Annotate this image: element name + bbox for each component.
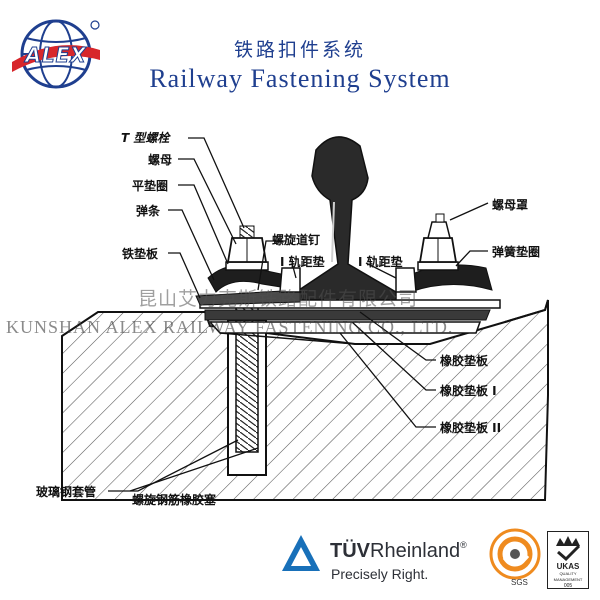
- watermark-chinese: 昆山艾力克斯铁路配件有限公司: [138, 288, 419, 310]
- sgs-text: SGS: [511, 578, 528, 587]
- logo-text: ALEX: [25, 43, 87, 68]
- label-spring-washer: 弹簧垫圈: [492, 245, 541, 259]
- gauge-block-right: [395, 267, 417, 293]
- watermark-english: KUNSHAN ALEX RAILWAY FASTENING CO., LTD.: [6, 317, 454, 337]
- ukas-subtext: QUALITY MANAGEMENT: [553, 571, 583, 582]
- rail-profile: [295, 136, 397, 301]
- title-chinese: 铁路扣件系统: [233, 39, 366, 61]
- right-washer: [417, 261, 459, 271]
- title-english: Railway Fastening System: [149, 64, 451, 93]
- leader-lines: [108, 137, 489, 492]
- label-rubber-pad-2: 橡胶垫板 II: [440, 421, 502, 435]
- label-gauge-block-right: I 轨距垫: [358, 255, 403, 269]
- label-tie-plate: 铁垫板: [122, 247, 159, 261]
- tuv-rheinland-name: TÜVRheinland®: [330, 540, 467, 562]
- fastening-diagram: [61, 136, 549, 501]
- rubber-pad-bottom: [208, 321, 482, 334]
- label-rubber-pad: 橡胶垫板: [440, 354, 489, 368]
- alex-logo: ALEX: [8, 16, 104, 92]
- label-nut: 螺母: [148, 153, 173, 167]
- label-screw-spike: 螺旋道钉: [272, 233, 321, 247]
- globe-icon: [12, 19, 100, 89]
- left-tie-plate: [195, 289, 301, 306]
- crown-tick-icon: [556, 536, 581, 562]
- label-frp-sleeve: 玻璃钢套管: [36, 485, 97, 499]
- label-elastic-clip: 弹条: [136, 204, 161, 218]
- label-flat-washer: 平垫圈: [132, 179, 169, 193]
- label-nut-cap: 螺母罩: [492, 198, 529, 212]
- ukas-badge: UKAS QUALITY MANAGEMENT 005: [547, 531, 589, 589]
- sgs-badge-icon: [489, 528, 541, 580]
- tuv-triangle-icon: [282, 535, 320, 571]
- label-t-bolt: T 型螺栓: [121, 131, 170, 145]
- rubber-pad-middle: [204, 309, 491, 321]
- label-gauge-block-left: I 轨距垫: [280, 255, 325, 269]
- ukas-text: UKAS: [556, 562, 580, 571]
- tuv-tagline: Precisely Right.: [331, 566, 429, 582]
- label-rubber-plug: 螺旋钢筋橡胶塞: [132, 493, 217, 507]
- ukas-number: 005: [563, 583, 573, 589]
- nut-cap: [427, 221, 451, 239]
- label-rubber-pad-1: 橡胶垫板 I: [440, 384, 497, 398]
